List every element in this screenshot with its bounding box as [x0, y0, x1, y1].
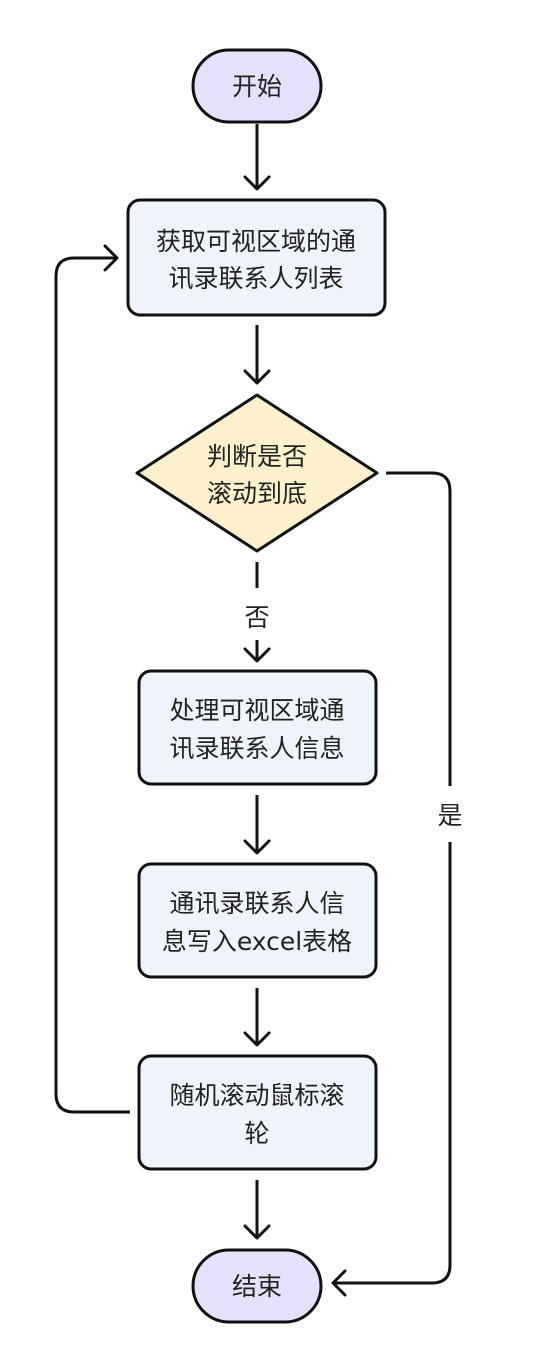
decision-shape — [135, 393, 379, 553]
start-label: 开始 — [232, 72, 282, 101]
end-label: 结束 — [232, 1272, 282, 1301]
random-scroll-line1: 随机滚动鼠标滚 — [169, 1081, 344, 1110]
get-contact-list-node: 获取可视区域的通 讯录联系人列表 — [126, 198, 387, 317]
arrow-decision-yes: 是 — [331, 471, 463, 1297]
get-contact-list-line1: 获取可视区域的通 — [156, 227, 356, 256]
get-contact-list-line2: 讯录联系人列表 — [168, 264, 343, 293]
process-visible-contacts-shape — [137, 669, 378, 786]
scroll-bottom-decision-node: 判断是否 滚动到底 — [135, 393, 379, 553]
no-label: 否 — [244, 603, 269, 632]
arrow-scroll-to-end — [243, 1180, 271, 1240]
write-excel-node: 通讯录联系人信 息写入excel表格 — [137, 862, 378, 979]
arrow-write-to-scroll — [243, 988, 271, 1047]
write-excel-shape — [137, 862, 378, 979]
write-excel-line1: 通讯录联系人信 — [169, 889, 344, 918]
decision-line1: 判断是否 — [207, 442, 307, 471]
get-contact-list-shape — [126, 198, 387, 317]
yes-label: 是 — [437, 801, 462, 830]
arrow-process-to-write — [243, 795, 271, 855]
write-excel-line2: 息写入excel表格 — [162, 927, 352, 956]
end-node: 结束 — [191, 1248, 323, 1324]
start-shape — [191, 48, 323, 124]
arrow-loop-back — [54, 244, 130, 1114]
random-scroll-node: 随机滚动鼠标滚 轮 — [137, 1054, 378, 1171]
start-node: 开始 — [191, 48, 323, 124]
arrow-get-list-to-decision — [243, 325, 271, 385]
arrow-start-to-get-list — [243, 124, 271, 191]
decision-line2: 滚动到底 — [207, 479, 307, 508]
random-scroll-shape — [137, 1054, 378, 1171]
arrow-decision-no: 否 — [243, 562, 271, 663]
process-visible-contacts-line1: 处理可视区域通 — [169, 696, 344, 725]
process-visible-contacts-node: 处理可视区域通 讯录联系人信息 — [137, 669, 378, 786]
process-visible-contacts-line2: 讯录联系人信息 — [169, 734, 344, 763]
end-shape — [191, 1248, 323, 1324]
random-scroll-line2: 轮 — [244, 1119, 269, 1148]
